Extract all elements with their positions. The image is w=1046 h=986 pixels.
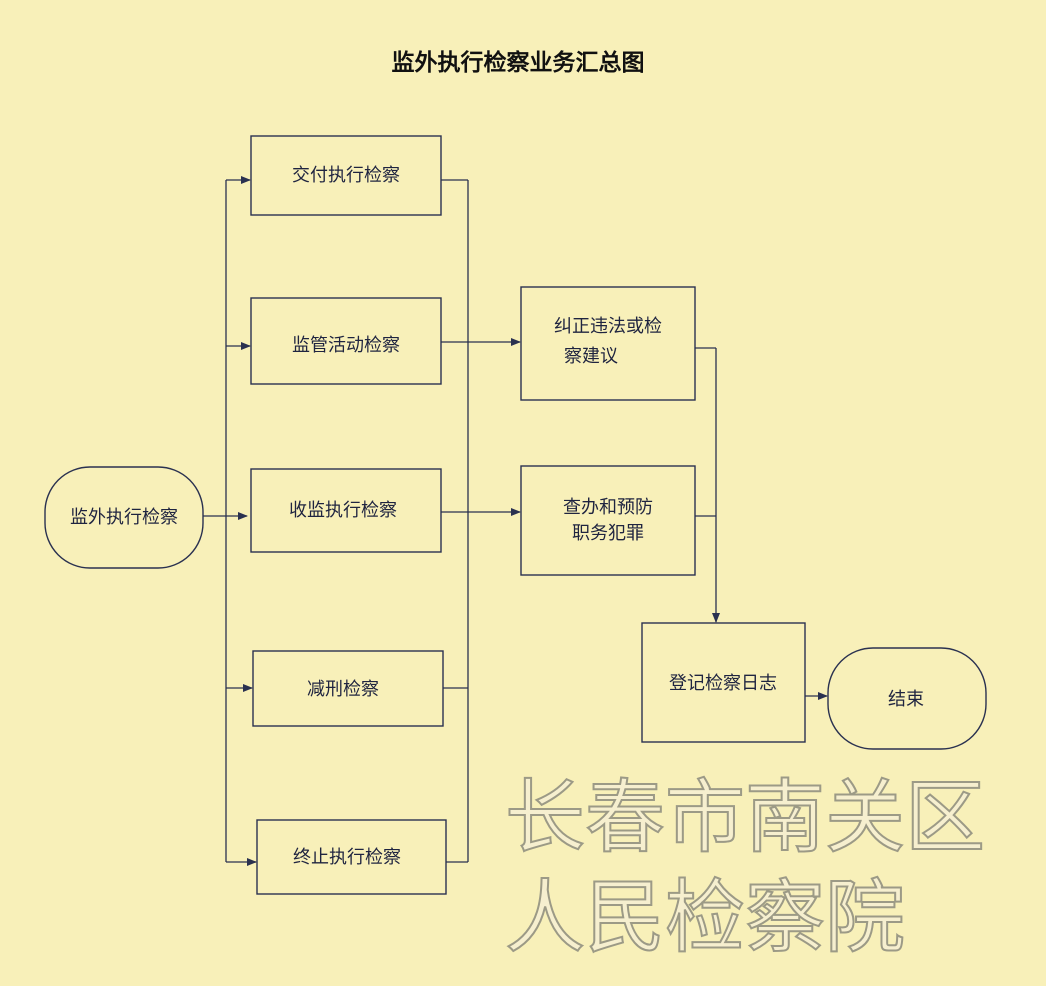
handover-node: 交付执行检察 [250, 135, 442, 216]
end-node: 结束 [827, 647, 987, 750]
investigate-label-line2: 职务犯罪 [572, 523, 644, 544]
right-bus [441, 179, 469, 863]
log-node: 登记检察日志 [641, 622, 806, 743]
supervision-label: 监管活动检察 [292, 335, 400, 356]
admission-label: 收监执行检察 [289, 500, 397, 521]
admission-node: 收监执行检察 [250, 468, 442, 553]
handover-label: 交付执行检察 [292, 165, 400, 186]
commutation-label: 减刑检察 [307, 679, 379, 700]
investigate-label-line1: 查办和预防 [563, 497, 653, 518]
merge-lines [695, 347, 716, 517]
end-label: 结束 [888, 689, 924, 710]
termination-label: 终止执行检察 [293, 847, 401, 868]
start-label: 监外执行检察 [70, 507, 178, 528]
supervision-node: 监管活动检察 [250, 297, 442, 385]
termination-node: 终止执行检察 [256, 819, 447, 895]
investigate-node: 查办和预防 职务犯罪 [520, 465, 696, 576]
correct-label-line1: 纠正违法或检 [554, 316, 662, 337]
correct-node: 纠正违法或检 察建议 [520, 286, 696, 401]
correct-label-line2: 察建议 [564, 346, 618, 367]
log-label: 登记检察日志 [669, 673, 777, 694]
commutation-node: 减刑检察 [252, 650, 444, 727]
watermark: 长春市南关区人民检察院 [504, 770, 986, 965]
diagram-title: 监外执行检察业务汇总图 [392, 49, 645, 76]
start-node: 监外执行检察 [44, 466, 204, 569]
